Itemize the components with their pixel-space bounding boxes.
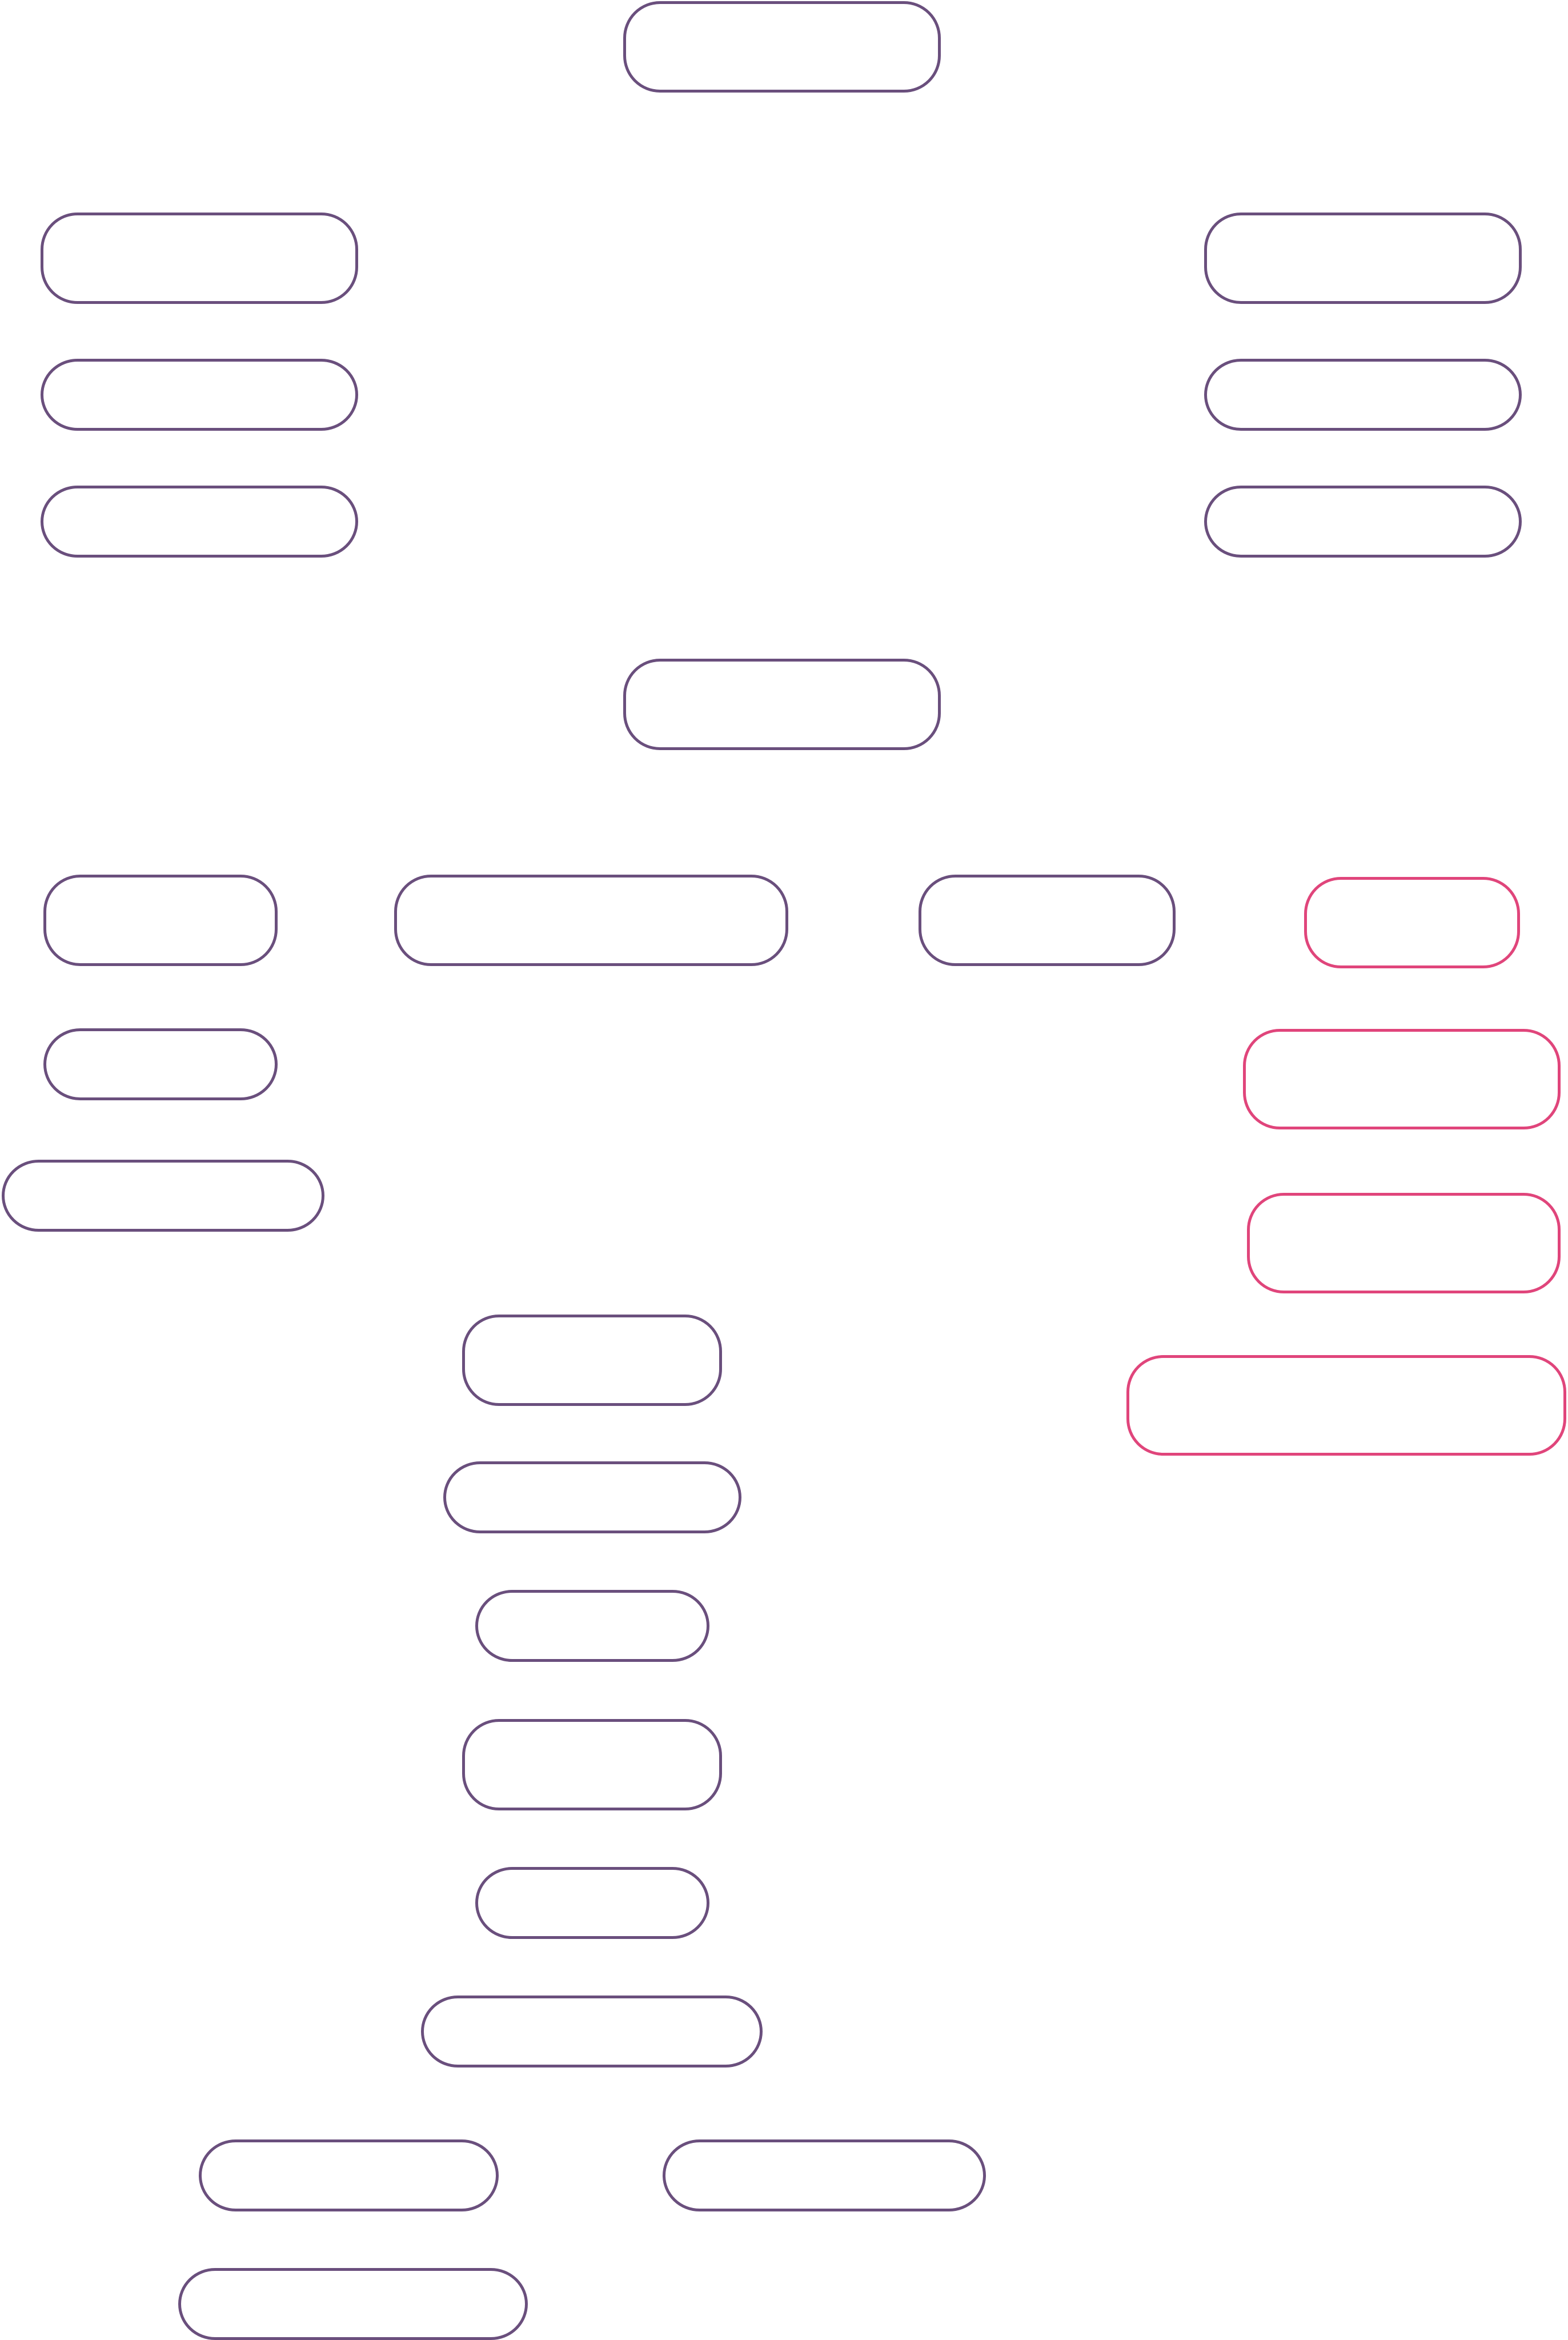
node-box (1204, 213, 1522, 304)
node-box (462, 1315, 722, 1406)
node-box (1126, 1355, 1566, 1456)
node-box (623, 1, 941, 93)
node-box (41, 359, 358, 431)
node-box (41, 213, 358, 304)
node-box (43, 875, 278, 966)
node-box (475, 1590, 709, 1662)
flow-node (1204, 213, 1522, 304)
flow-node (1243, 1029, 1561, 1129)
flow-node (443, 1461, 741, 1533)
flow-node (43, 1028, 278, 1100)
flow-node (462, 1315, 722, 1406)
node-box (462, 1719, 722, 1810)
node-box (41, 486, 358, 558)
flow-node (1126, 1355, 1566, 1456)
node-box (623, 659, 941, 750)
flow-node (178, 2268, 528, 2340)
node-box (475, 1867, 709, 1939)
flow-node (623, 659, 941, 750)
flow-node (41, 486, 358, 558)
flow-node (394, 875, 788, 966)
flow-node (663, 2139, 986, 2211)
node-box (1247, 1193, 1561, 1293)
flow-node (919, 875, 1176, 966)
flow-node (199, 2139, 499, 2211)
flow-node (1247, 1193, 1561, 1293)
flow-node (475, 1590, 709, 1662)
flow-node (475, 1867, 709, 1939)
node-box (1204, 486, 1522, 558)
node-box (443, 1461, 741, 1533)
node-box (199, 2139, 499, 2211)
node-box (1304, 877, 1520, 968)
node-box (178, 2268, 528, 2340)
node-box (43, 1028, 278, 1100)
flow-node (1204, 359, 1522, 431)
flow-node (43, 875, 278, 966)
flow-node (421, 1996, 763, 2067)
node-box (663, 2139, 986, 2211)
node-box (2, 1160, 324, 1232)
flow-node (2, 1160, 324, 1232)
node-box (919, 875, 1176, 966)
flow-node (1204, 486, 1522, 558)
node-box (421, 1996, 763, 2067)
flow-node (41, 359, 358, 431)
flow-node (623, 1, 941, 93)
flow-node (41, 213, 358, 304)
node-box (1243, 1029, 1561, 1129)
flow-node (462, 1719, 722, 1810)
flow-node (1304, 877, 1520, 968)
node-box (394, 875, 788, 966)
node-box (1204, 359, 1522, 431)
